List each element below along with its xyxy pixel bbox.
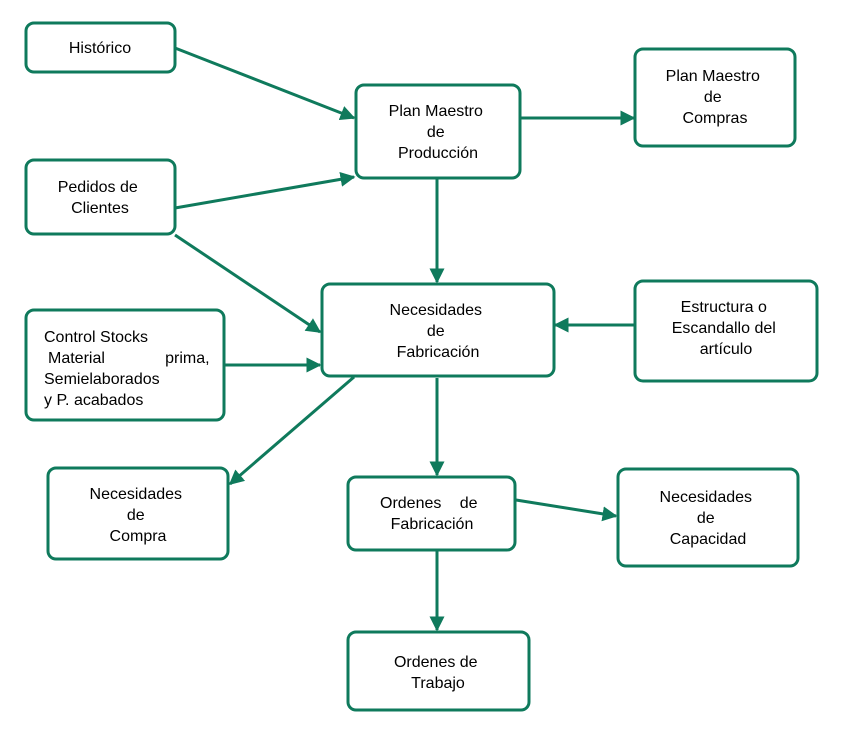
node-estructura-label: Estructura o Escandallo del artículo	[672, 299, 781, 358]
edge-historico-to-plan-produccion	[174, 46, 356, 121]
node-estructura-escandallo: Estructura o Escandallo del artículo	[633, 279, 819, 383]
node-pedidos-de-clientes: Pedidos de Clientes	[24, 158, 177, 236]
node-necesidades-compra-label: Necesidades de Compra	[90, 486, 187, 545]
node-historico: Histórico	[24, 21, 177, 74]
edges	[174, 46, 636, 632]
node-ordenes-fabricacion-label: Ordenes de Fabricación	[380, 495, 482, 533]
node-plan-maestro-produccion: Plan Maestro de Producción	[354, 83, 522, 180]
node-plan-compras-label: Plan Maestro de Compras	[666, 68, 765, 127]
node-ordenes-trabajo: Ordenes de Trabajo	[346, 630, 531, 712]
node-control-stocks: Control Stocks Material prima, Semielabo…	[24, 308, 226, 422]
node-necesidades-capacidad: Necesidades de Capacidad	[616, 467, 800, 568]
node-necesidades-fabricacion-label: Necesidades de Fabricación	[390, 302, 487, 361]
edge-pedidos-to-necesidades-fabricacion	[174, 233, 322, 334]
node-pedidos-label: Pedidos de Clientes	[58, 179, 143, 217]
edge-necesidades-fabricacion-to-necesidades-compra	[228, 375, 355, 486]
node-plan-maestro-compras: Plan Maestro de Compras	[633, 47, 797, 148]
node-plan-produccion-label: Plan Maestro de Producción	[389, 103, 488, 162]
node-ordenes-trabajo-label: Ordenes de Trabajo	[394, 654, 482, 692]
node-ordenes-fabricacion: Ordenes de Fabricación	[346, 475, 517, 552]
node-necesidades-fabricacion: Necesidades de Fabricación	[320, 282, 556, 378]
edge-pedidos-to-plan-produccion	[174, 171, 356, 210]
node-historico-label: Histórico	[69, 40, 131, 57]
node-necesidades-compra: Necesidades de Compra	[46, 466, 230, 561]
edge-ordenes-fabricacion-to-necesidades-capacidad	[515, 498, 618, 522]
node-necesidades-capacidad-label: Necesidades de Capacidad	[660, 489, 757, 548]
node-control-stocks-label: Control Stocks Material prima, Semielabo…	[44, 329, 214, 409]
